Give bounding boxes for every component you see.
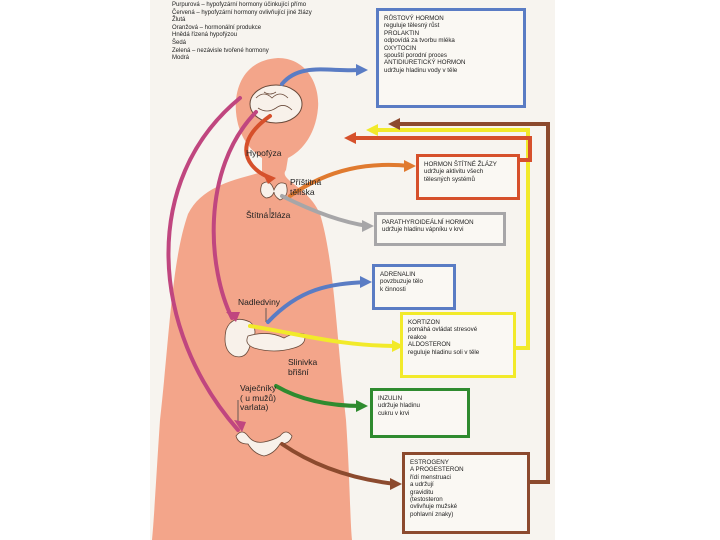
box-line: reakce — [408, 333, 427, 341]
label-nadledviny: Nadledviny — [238, 297, 281, 307]
box-line: k činnosti — [380, 285, 406, 293]
box-thyroid-hormone: HORMON ŠTÍTNÉ ŽLÁZY udržuje aktivitu vše… — [416, 154, 520, 200]
box-line: pomáhá ovládat stresové — [408, 326, 478, 334]
box-parathyroid-hormone: PARATHYROIDEÁLNÍ HORMON udržuje hladinu … — [374, 212, 506, 246]
box-line: KORTIZON — [408, 319, 440, 326]
box-line: INZULIN — [378, 395, 403, 402]
box-pituitary-hormones: RŮSTOVÝ HORMON reguluje tělesný růst PRO… — [376, 8, 526, 108]
grey-arrow — [280, 194, 370, 228]
box-line: ovlivňuje mužské — [410, 503, 458, 511]
box-line: ANTIDIURETICKÝ HORMON — [384, 59, 466, 67]
box-line: udržuje hladinu vápníku v krvi — [382, 226, 464, 234]
blue-arrow-adrenal — [266, 280, 368, 324]
box-line: OXYTOCIN — [384, 44, 417, 52]
brain-icon — [249, 84, 303, 124]
box-line: povzbuzuje tělo — [380, 278, 423, 286]
label-line: Slinivka — [288, 357, 318, 367]
label-line: Příštitná — [290, 177, 322, 187]
label-line: varlata) — [240, 402, 269, 412]
green-arrow — [274, 384, 364, 408]
label-line: břišní — [288, 366, 309, 377]
box-line: odpovídá za tvorbu mléka — [384, 37, 455, 45]
box-line: ESTROGENY — [410, 459, 449, 466]
legend-line: Oranžová – hormonální produkce — [172, 24, 262, 31]
orange-arrow-return — [348, 136, 532, 162]
brown-arrow — [280, 442, 398, 486]
label-slinivka: Slinivka břišní — [288, 357, 318, 377]
box-line: udržuje hladinu — [378, 402, 420, 410]
box-line: ADRENALIN — [380, 271, 416, 278]
red-arrow — [244, 114, 272, 178]
box-line: HORMON ŠTÍTNÉ ŽLÁZY — [424, 161, 497, 168]
box-line: (testosteron — [410, 496, 443, 504]
box-estrogen-progesteron: ESTROGENY A PROGESTERON řídí menstruaci … — [402, 452, 530, 534]
box-line: PROLAKTIN — [384, 29, 420, 37]
brown-arrow-return — [394, 122, 550, 484]
label-line: tělíska — [290, 186, 315, 197]
legend-line: Červená – hypofyzární hormony ovlivňujíc… — [172, 9, 312, 16]
pancreas-icon — [246, 333, 306, 352]
box-line: řídí menstruaci — [410, 473, 451, 481]
label-pristitna-teliska: Příštitná tělíska — [290, 177, 322, 197]
box-line: ALDOSTERON — [408, 341, 451, 349]
box-line: a udržují — [410, 481, 434, 489]
color-legend: Purpurová – hypofyzární hormony účinkují… — [172, 2, 372, 63]
box-line: PARATHYROIDEÁLNÍ HORMON — [382, 219, 474, 226]
legend-line: Zelená – nezávisle tvořené hormony — [172, 47, 269, 54]
box-line: cukru v krvi — [378, 409, 410, 417]
label-line: ( u mužů) — [240, 392, 276, 403]
box-line: pohlavní znaky) — [410, 510, 454, 518]
box-line: reguluje tělesný růst — [384, 22, 440, 30]
purple-arrow-long — [166, 96, 242, 432]
legend-line: Šedá — [172, 39, 187, 46]
box-inzulin: INZULIN udržuje hladinu cukru v krvi — [370, 388, 470, 438]
yellow-arrow-return — [372, 128, 530, 350]
blue-arrow-top — [280, 67, 362, 86]
legend-line: Purpurová – hypofyzární hormony účinkují… — [172, 2, 307, 8]
box-line: spouští porodní proces — [384, 52, 447, 60]
box-line: A PROGESTERON — [410, 466, 464, 474]
label-vajecniky: Vaječníky ( u mužů) varlata) — [240, 383, 277, 413]
box-line: tělesných systémů — [424, 175, 475, 183]
label-hypofyza: Hypofýza — [246, 148, 282, 158]
label-stitna-zlaza: Štítná žláza — [246, 210, 291, 220]
box-line: udržuje aktivitu všech — [424, 168, 484, 176]
box-adrenalin: ADRENALIN povzbuzuje tělo k činnosti — [372, 264, 456, 310]
box-line: reguluje hladinu soli v těle — [408, 348, 480, 356]
label-line: Vaječníky — [240, 383, 277, 393]
orange-arrow — [288, 162, 412, 198]
box-line: udržuje hladinu vody v těle — [384, 66, 458, 74]
body-silhouette — [152, 58, 352, 540]
legend-line: Hnědá řízená hypofýzou — [172, 32, 238, 39]
legend-line: Modrá — [172, 55, 190, 62]
box-line: RŮSTOVÝ HORMON — [384, 15, 444, 22]
yellow-arrow-kortizon — [248, 324, 400, 348]
box-line: graviditu — [410, 488, 434, 496]
legend-line: Žlutá — [172, 17, 186, 24]
ovaries-icon — [235, 431, 293, 457]
box-kortizon-aldosteron: KORTIZON pomáhá ovládat stresové reakce … — [400, 312, 516, 378]
purple-arrow-short — [211, 110, 258, 320]
